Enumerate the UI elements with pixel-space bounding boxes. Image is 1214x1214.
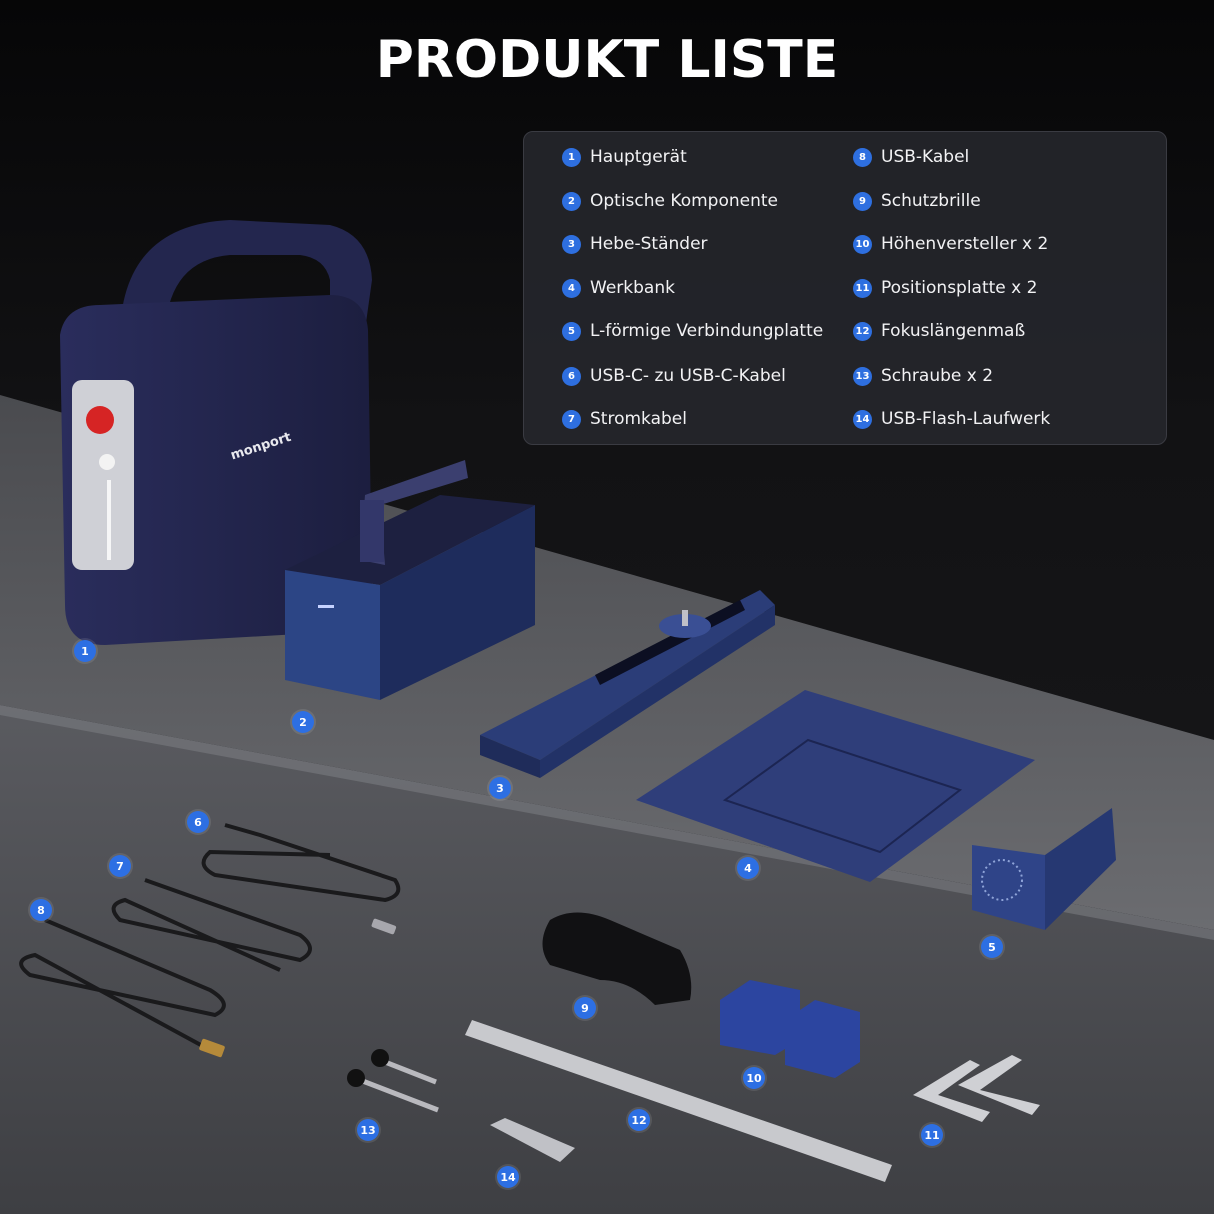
number-badge: 14 — [853, 409, 872, 429]
work-bench — [636, 690, 1035, 882]
list-item: 12 Fokuslängenmaß — [853, 321, 1025, 341]
marker-8: 8 — [30, 899, 52, 921]
usb-flash — [490, 1118, 575, 1162]
l-plate — [972, 808, 1116, 930]
list-item: 2 Optische Komponente — [562, 191, 778, 211]
list-item: 3 Hebe-Ständer — [562, 234, 708, 254]
page-title: PRODUKT LISTE — [375, 30, 839, 90]
list-item-label: Optische Komponente — [590, 191, 778, 211]
list-item: 14 USB-Flash-Laufwerk — [853, 409, 1050, 429]
number-badge: 10 — [853, 234, 872, 254]
marker-4: 4 — [737, 857, 759, 879]
screws — [359, 1057, 439, 1113]
marker-2: 2 — [292, 711, 314, 733]
number-badge: 8 — [853, 147, 872, 167]
list-item-label: USB-Kabel — [881, 147, 970, 167]
list-item: 1 Hauptgerät — [562, 147, 687, 167]
list-item-label: Fokuslängenmaß — [881, 321, 1026, 341]
list-item: 4 Werkbank — [562, 278, 675, 298]
number-badge: 5 — [562, 321, 581, 341]
list-item: 13 Schraube x 2 — [853, 366, 993, 386]
list-item: 8 USB-Kabel — [853, 147, 969, 167]
position-plates — [913, 1055, 1040, 1122]
list-item-label: USB-C- zu USB-C-Kabel — [590, 366, 786, 386]
marker-3: 3 — [489, 777, 511, 799]
cables — [19, 823, 401, 1052]
list-item-label: Hauptgerät — [590, 147, 687, 167]
marker-14: 14 — [497, 1166, 519, 1188]
number-badge: 1 — [562, 147, 581, 167]
main-device: monport — [60, 220, 372, 645]
list-item: 5 L-förmige Verbindungplatte — [562, 321, 823, 341]
list-item-label: Höhenversteller x 2 — [881, 234, 1049, 254]
number-badge: 3 — [562, 234, 581, 254]
list-item: 11 Positionsplatte x 2 — [853, 278, 1037, 298]
lift-stand — [480, 590, 775, 778]
safety-glasses — [542, 912, 692, 1005]
ruler — [465, 1020, 892, 1182]
list-item: 6 USB-C- zu USB-C-Kabel — [562, 366, 786, 386]
list-item-label: Werkbank — [590, 278, 675, 298]
marker-1: 1 — [74, 640, 96, 662]
number-badge: 7 — [562, 409, 581, 429]
marker-13: 13 — [357, 1119, 379, 1141]
number-badge: 6 — [562, 366, 581, 386]
list-item: 9 Schutzbrille — [853, 191, 981, 211]
list-item-label: L-förmige Verbindungplatte — [590, 321, 824, 341]
number-badge: 12 — [853, 321, 872, 341]
list-item: 10 Höhenversteller x 2 — [853, 234, 1048, 254]
number-badge: 13 — [853, 366, 872, 386]
marker-7: 7 — [109, 855, 131, 877]
number-badge: 2 — [562, 191, 581, 211]
optical-component — [285, 460, 535, 700]
marker-9: 9 — [574, 997, 596, 1019]
number-badge: 4 — [562, 278, 581, 298]
list-item-label: Stromkabel — [590, 409, 687, 429]
marker-6: 6 — [187, 811, 209, 833]
marker-11: 11 — [921, 1124, 943, 1146]
number-badge: 11 — [853, 278, 872, 298]
product-list-panel: 1 Hauptgerät 2 Optische Komponente 3 Hebe-S… — [523, 131, 1167, 445]
list-item: 7 Stromkabel — [562, 409, 687, 429]
list-item-label: USB-Flash-Laufwerk — [881, 409, 1051, 429]
marker-5: 5 — [981, 936, 1003, 958]
list-item-label: Schutzbrille — [881, 191, 981, 211]
list-item-label: Positionsplatte x 2 — [881, 278, 1038, 298]
list-item-label: Hebe-Ständer — [590, 234, 708, 254]
marker-12: 12 — [628, 1109, 650, 1131]
marker-10: 10 — [743, 1067, 765, 1089]
number-badge: 9 — [853, 191, 872, 211]
list-item-label: Schraube x 2 — [881, 366, 994, 386]
height-adjusters — [720, 980, 860, 1078]
